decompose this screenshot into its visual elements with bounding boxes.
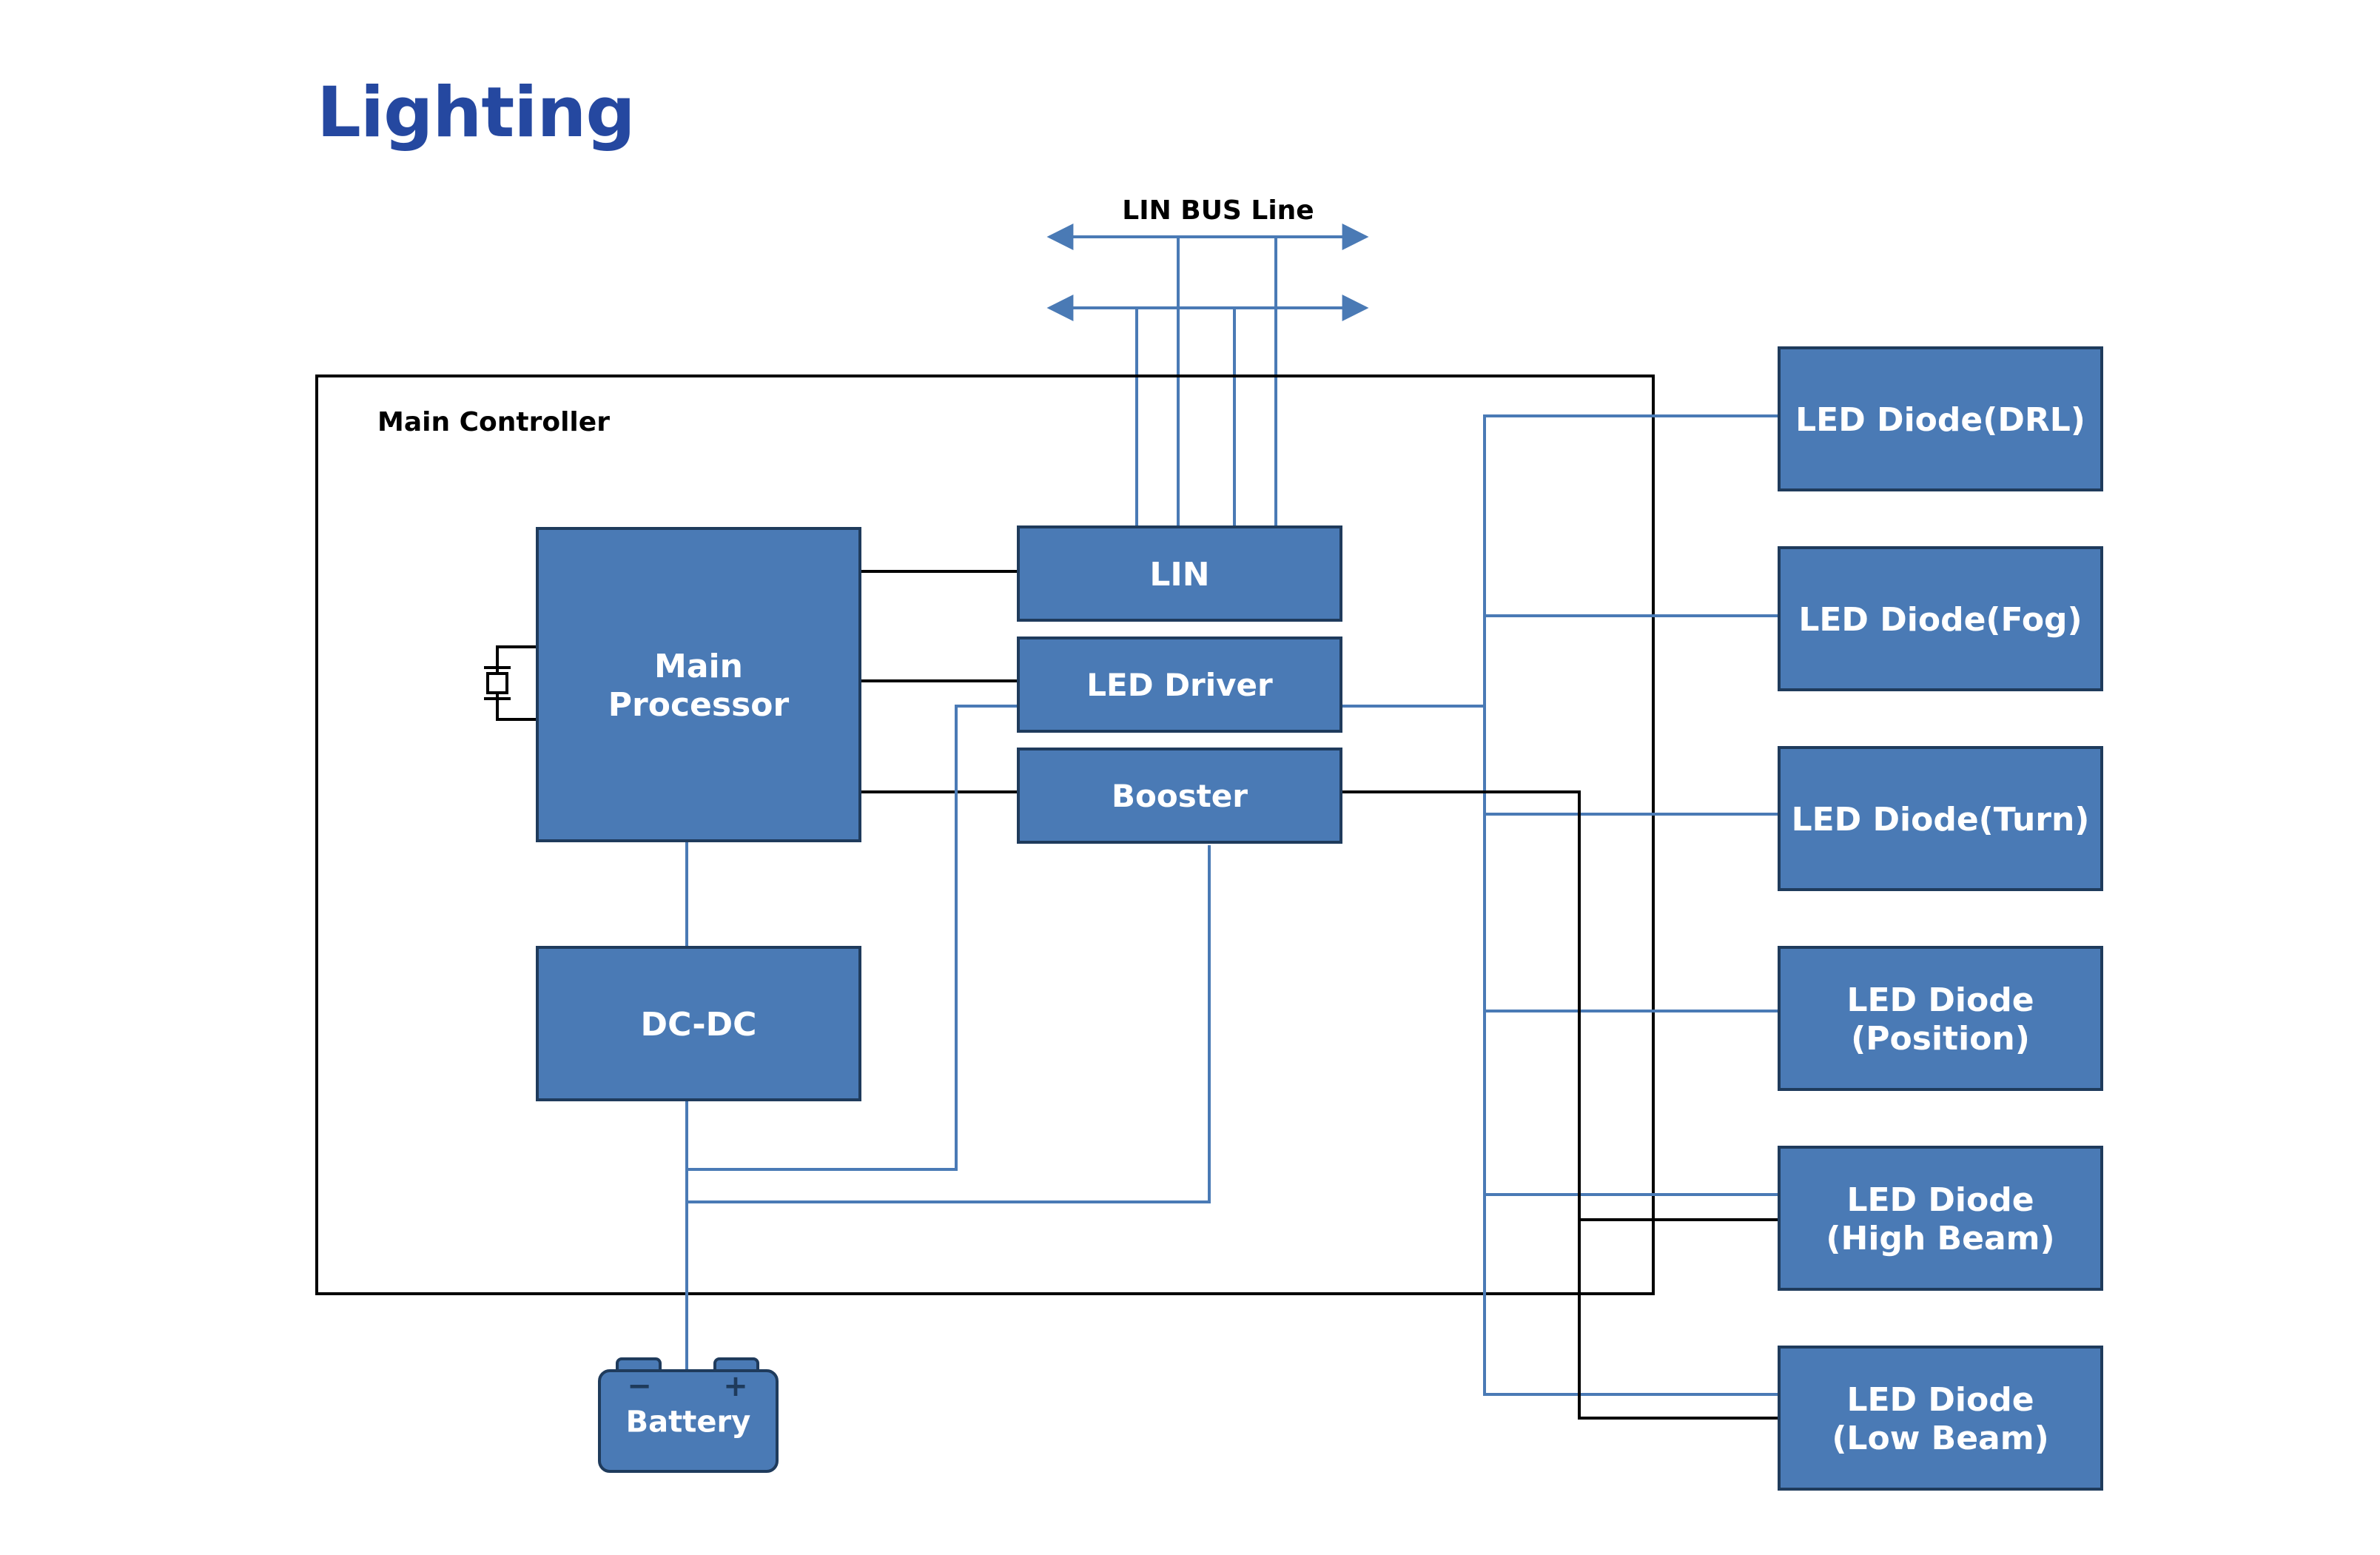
led-driver-wiring bbox=[1342, 414, 1779, 1396]
booster-block: Booster bbox=[1017, 748, 1342, 844]
led-diode-block-4-label: (Position) bbox=[1851, 1020, 2030, 1058]
led-diode-block-2: LED Diode(Fog) bbox=[1778, 546, 2103, 691]
led-driver-block: LED Driver bbox=[1017, 637, 1342, 733]
led-diode-block-1: LED Diode(DRL) bbox=[1778, 346, 2103, 491]
led-diode-block-3-box bbox=[1778, 746, 2103, 891]
led-diode-block-4-box bbox=[1778, 946, 2103, 1091]
led-diode-block-5-label: LED Diode bbox=[1846, 1181, 2034, 1219]
lin-block: LIN bbox=[1017, 525, 1342, 622]
main-controller-label: Main Controller bbox=[377, 407, 610, 437]
battery-block-box bbox=[598, 1369, 779, 1473]
crystal-oscillator-icon bbox=[484, 645, 537, 721]
led-diode-block-1-label: LED Diode(DRL) bbox=[1795, 401, 2085, 439]
main-processor-block-label: Main bbox=[654, 648, 743, 685]
led-diode-block-2-label: LED Diode(Fog) bbox=[1798, 601, 2082, 639]
page-title: Lighting bbox=[317, 73, 636, 153]
main-processor-block-box bbox=[536, 527, 861, 842]
led-diode-block-5-box bbox=[1778, 1146, 2103, 1291]
led-driver-block-label: LED Driver bbox=[1086, 667, 1273, 703]
led-diode-block-6-label: (Low Beam) bbox=[1832, 1420, 2048, 1457]
main-controller-frame bbox=[315, 375, 1655, 1295]
main-processor-block-label: Processor bbox=[608, 686, 790, 724]
processor-bus-wires bbox=[860, 570, 1018, 793]
dcdc-block: DC-DC bbox=[536, 946, 861, 1101]
battery-block-label: Battery bbox=[626, 1405, 751, 1439]
led-diode-block-3: LED Diode(Turn) bbox=[1778, 746, 2103, 891]
led-diode-block-6-label: LED Diode bbox=[1846, 1381, 2034, 1419]
dcdc-block-box bbox=[536, 946, 861, 1101]
led-diode-block-5: LED Diode(High Beam) bbox=[1778, 1146, 2103, 1291]
battery-block: Battery bbox=[598, 1369, 779, 1473]
led-diode-block-6: LED Diode(Low Beam) bbox=[1778, 1346, 2103, 1491]
dcdc-block-label: DC-DC bbox=[641, 1006, 757, 1044]
booster-block-label: Booster bbox=[1112, 778, 1248, 814]
led-diode-block-3-label: LED Diode(Turn) bbox=[1792, 801, 2090, 839]
lin-bus-label: LIN BUS Line bbox=[1122, 195, 1314, 226]
lin-block-label: LIN bbox=[1149, 556, 1209, 594]
battery-plus-icon: + bbox=[723, 1369, 748, 1403]
led-driver-block-box bbox=[1017, 637, 1342, 733]
booster-block-box bbox=[1017, 748, 1342, 844]
led-diode-block-6-box bbox=[1778, 1346, 2103, 1491]
lin-bus-connections bbox=[1135, 237, 1277, 527]
power-wiring bbox=[685, 705, 1211, 1369]
led-diode-block-5-label: (High Beam) bbox=[1826, 1220, 2054, 1257]
battery-minus-icon: − bbox=[627, 1369, 652, 1403]
booster-wiring bbox=[1342, 790, 1779, 1420]
led-diode-block-2-box bbox=[1778, 546, 2103, 691]
led-diode-block-4: LED Diode(Position) bbox=[1778, 946, 2103, 1091]
led-diode-block-1-box bbox=[1778, 346, 2103, 491]
lin-block-box bbox=[1017, 525, 1342, 622]
led-diode-block-4-label: LED Diode bbox=[1846, 981, 2034, 1019]
